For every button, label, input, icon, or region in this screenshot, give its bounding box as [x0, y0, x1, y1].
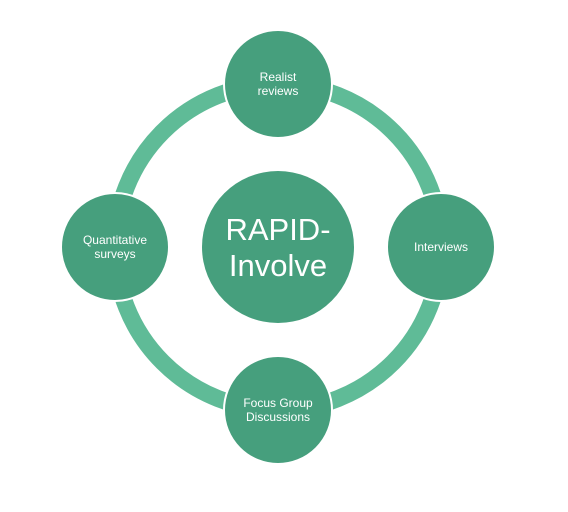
- node-focus-group-discussions: Focus Group Discussions: [223, 355, 333, 465]
- center-node: RAPID- Involve: [202, 171, 354, 323]
- node-interviews: Interviews: [386, 192, 496, 302]
- node-focus-group-discussions-circle: [223, 355, 333, 465]
- node-quantitative-surveys: Quantitative surveys: [60, 192, 170, 302]
- node-quantitative-surveys-label-line-2: surveys: [94, 247, 135, 261]
- node-interviews-circle: [386, 192, 496, 302]
- node-interviews-label: Interviews: [414, 240, 468, 254]
- node-quantitative-surveys-label-line-1: Quantitative: [83, 233, 147, 247]
- node-focus-group-discussions-label-line-2: Discussions: [246, 410, 310, 424]
- node-realist-reviews-label-line-2: reviews: [258, 84, 299, 98]
- node-realist-reviews-label-line-1: Realist: [260, 70, 297, 84]
- center-node-label-line-2: Involve: [229, 248, 327, 283]
- center-node-label-line-1: RAPID-: [225, 212, 330, 247]
- node-realist-reviews: Realist reviews: [223, 29, 333, 139]
- node-focus-group-discussions-label-line-1: Focus Group: [243, 396, 313, 410]
- node-realist-reviews-circle: [223, 29, 333, 139]
- center-node-circle: [202, 171, 354, 323]
- node-quantitative-surveys-circle: [60, 192, 170, 302]
